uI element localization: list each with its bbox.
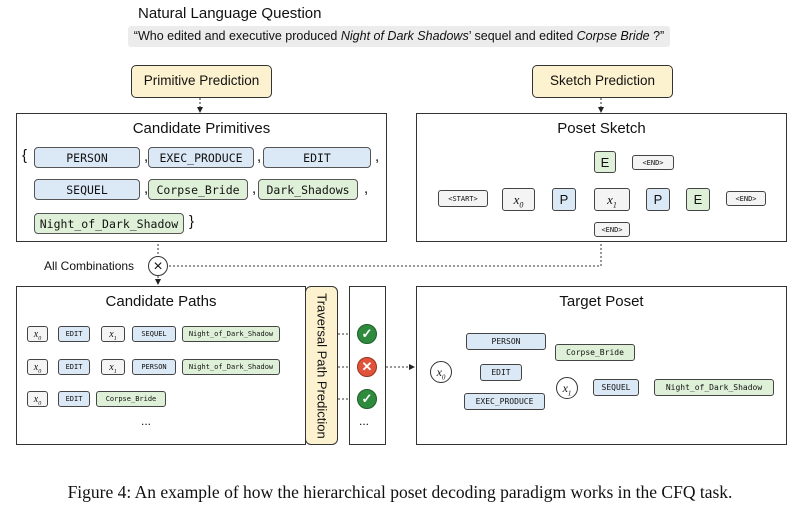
var-x: x bbox=[33, 394, 39, 405]
cross-icon: ✕ bbox=[357, 357, 377, 377]
times-symbol: × bbox=[153, 258, 163, 275]
target-x0-node: x0 bbox=[430, 361, 452, 383]
candidate-primitives-title: Candidate Primitives bbox=[132, 120, 271, 137]
sketch-p-node-1: P bbox=[552, 188, 576, 211]
var-sub: 1 bbox=[567, 389, 572, 398]
sketch-end-node-2: <END> bbox=[726, 191, 766, 206]
poset-sketch-title: Poset Sketch bbox=[557, 120, 646, 137]
comma: , bbox=[375, 148, 380, 165]
path2-edit: EDIT bbox=[58, 359, 90, 375]
comma: , bbox=[364, 180, 369, 197]
var-sub: 1 bbox=[113, 369, 117, 375]
var-x: x bbox=[109, 329, 114, 340]
var-x: x bbox=[33, 329, 39, 340]
primitive-edit: EDIT bbox=[263, 147, 371, 168]
target-x1-node: x1 bbox=[556, 377, 578, 399]
target-night: Night_of_Dark_Shadow bbox=[654, 379, 774, 396]
question-italic1: Night of Dark Shadows bbox=[340, 29, 469, 43]
path2-night: Night_of_Dark_Shadow bbox=[182, 359, 280, 375]
path1-night: Night_of_Dark_Shadow bbox=[182, 326, 280, 342]
combination-operator-icon: × bbox=[148, 256, 168, 276]
sketch-x0-node: x0 bbox=[502, 188, 535, 211]
var-sub: 1 bbox=[113, 336, 117, 342]
question-part3: ?” bbox=[649, 29, 665, 43]
primitive-corpse-bride: Corpse_Bride bbox=[148, 179, 248, 200]
target-person: PERSON bbox=[466, 333, 546, 350]
var-sub: 0 bbox=[441, 373, 446, 382]
target-corpse-bride: Corpse_Bride bbox=[555, 344, 635, 361]
path1-x0: x0 bbox=[27, 326, 48, 342]
var-x: x bbox=[33, 362, 39, 373]
var-sub: 1 bbox=[612, 200, 617, 210]
target-poset-panel: Target Poset bbox=[416, 286, 787, 445]
path1-edit: EDIT bbox=[58, 326, 90, 342]
path2-person: PERSON bbox=[132, 359, 176, 375]
comma: , bbox=[144, 148, 149, 165]
path2-x1: x1 bbox=[101, 359, 125, 375]
primitive-prediction-box: Primitive Prediction bbox=[131, 65, 272, 98]
all-combinations-label: All Combinations bbox=[44, 259, 135, 273]
question-part1: “Who edited and executive produced bbox=[133, 29, 341, 43]
primitive-dark-shadows: Dark_Shadows bbox=[258, 179, 358, 200]
check-icon: ✓ bbox=[357, 389, 377, 409]
paths-ellipsis: ... bbox=[141, 414, 152, 428]
question-part2: ’ sequel and edited bbox=[468, 29, 577, 43]
primitive-person: PERSON bbox=[34, 147, 140, 168]
primitive-sequel: SEQUEL bbox=[34, 179, 140, 200]
open-brace: { bbox=[22, 147, 28, 164]
var-x: x bbox=[562, 381, 568, 395]
sketch-end-node-1: <END> bbox=[632, 155, 674, 170]
comma: , bbox=[257, 148, 262, 165]
target-exec-produce: EXEC_PRODUCE bbox=[464, 393, 545, 410]
path1-x1: x1 bbox=[101, 326, 125, 342]
question-italic2: Corpse Bride bbox=[576, 29, 650, 43]
candidate-primitives-panel: Candidate Primitives { PERSON , EXEC_PRO… bbox=[16, 113, 387, 242]
target-poset-title: Target Poset bbox=[559, 293, 644, 310]
var-x: x bbox=[109, 362, 114, 373]
var-x: x bbox=[513, 192, 520, 207]
comma: , bbox=[144, 180, 149, 197]
var-sub: 0 bbox=[519, 200, 524, 210]
sketch-p-node-2: P bbox=[646, 188, 670, 211]
question-title: Natural Language Question bbox=[138, 5, 322, 22]
target-edit: EDIT bbox=[480, 364, 522, 381]
var-x: x bbox=[607, 192, 613, 207]
primitive-exec-produce: EXEC_PRODUCE bbox=[148, 147, 254, 168]
path3-x0: x0 bbox=[27, 391, 48, 407]
target-sequel: SEQUEL bbox=[593, 379, 639, 396]
check-icon: ✓ bbox=[357, 324, 377, 344]
sketch-end-node-3: <END> bbox=[594, 222, 630, 237]
sketch-e-node-1: E bbox=[594, 151, 616, 173]
sketch-e-node-2: E bbox=[686, 188, 710, 211]
path1-sequel: SEQUEL bbox=[132, 326, 176, 342]
question-text: “Who edited and executive produced Night… bbox=[128, 26, 670, 47]
sketch-prediction-box: Sketch Prediction bbox=[532, 65, 673, 98]
var-sub: 0 bbox=[38, 336, 42, 342]
path2-x0: x0 bbox=[27, 359, 48, 375]
close-brace: } bbox=[189, 213, 195, 230]
traversal-label: Traversal Path Prediction bbox=[314, 292, 329, 439]
comma: , bbox=[252, 180, 257, 197]
results-ellipsis: ... bbox=[359, 414, 370, 428]
path3-corpse-bride: Corpse_Bride bbox=[96, 391, 166, 407]
poset-sketch-panel: Poset Sketch bbox=[416, 113, 787, 242]
sketch-x1-node: x1 bbox=[594, 188, 630, 211]
candidate-paths-title: Candidate Paths bbox=[105, 293, 217, 310]
path3-edit: EDIT bbox=[58, 391, 90, 407]
var-x: x bbox=[436, 365, 442, 379]
sketch-start-node: <START> bbox=[438, 190, 488, 207]
var-sub: 0 bbox=[38, 369, 42, 375]
traversal-path-prediction-box: Traversal Path Prediction bbox=[305, 286, 338, 445]
primitive-night-of-dark-shadow: Night_of_Dark_Shadow bbox=[34, 213, 184, 234]
var-sub: 0 bbox=[38, 401, 42, 407]
figure-caption: Figure 4: An example of how the hierarch… bbox=[67, 482, 733, 502]
